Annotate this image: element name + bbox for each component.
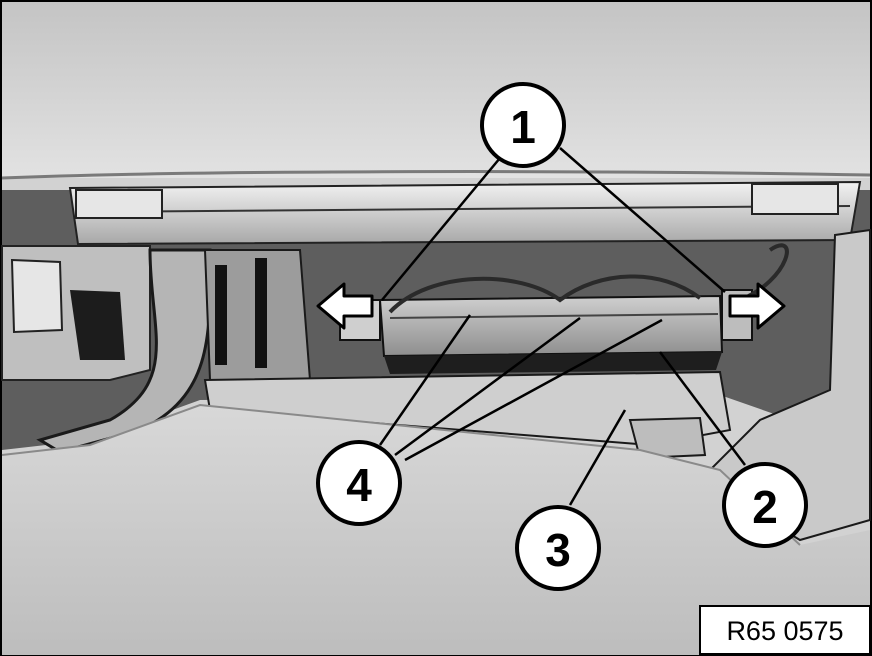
- wire-harness: [388, 274, 702, 314]
- reference-code-box: [699, 605, 871, 655]
- rail-groove: [79, 205, 851, 213]
- leader-4b: [394, 316, 581, 457]
- rail-clip-right: [751, 183, 839, 215]
- leader-1a: [381, 157, 501, 301]
- leader-2: [659, 351, 746, 466]
- reference-code: R65 0575: [699, 605, 871, 655]
- arrow-right-icon: [728, 282, 786, 330]
- callout-1: 1: [480, 82, 566, 168]
- callout-2-circle: [722, 462, 808, 548]
- upper-panel: [2, 2, 870, 178]
- callout-3-label: 3: [545, 524, 571, 576]
- control-unit-base: [384, 352, 722, 374]
- callout-4: 4: [316, 440, 402, 526]
- left-vent-slot: [10, 258, 64, 334]
- reference-code-text: R65 0575: [726, 616, 843, 646]
- control-unit-seam: [389, 313, 719, 319]
- leader-3: [568, 409, 627, 506]
- leader-1b: [559, 147, 726, 293]
- arrow-left-icon: [316, 282, 374, 330]
- bracket-slot-a: [215, 265, 227, 365]
- callout-3-circle: [515, 505, 601, 591]
- leader-4a: [378, 314, 472, 446]
- callout-3: 3: [515, 505, 601, 591]
- lower-panel: [2, 405, 870, 655]
- bracket-slot-b: [255, 258, 267, 368]
- rail-clip-left: [75, 189, 163, 219]
- upper-panel-edge: [1, 170, 871, 180]
- leader-lines: [378, 147, 746, 506]
- callout-4-circle: [316, 440, 402, 526]
- mounting-rail: [68, 180, 862, 246]
- control-unit-body: [378, 294, 724, 358]
- callout-1-circle: [480, 82, 566, 168]
- tray-tab: [628, 416, 707, 460]
- callout-1-label: 1: [510, 101, 536, 153]
- left-vent-detail: [70, 290, 125, 360]
- leader-4c: [404, 318, 663, 462]
- callout-2-label: 2: [752, 481, 778, 533]
- callout-2: 2: [722, 462, 808, 548]
- wire-loop-right: [739, 243, 789, 302]
- callout-4-label: 4: [346, 459, 372, 511]
